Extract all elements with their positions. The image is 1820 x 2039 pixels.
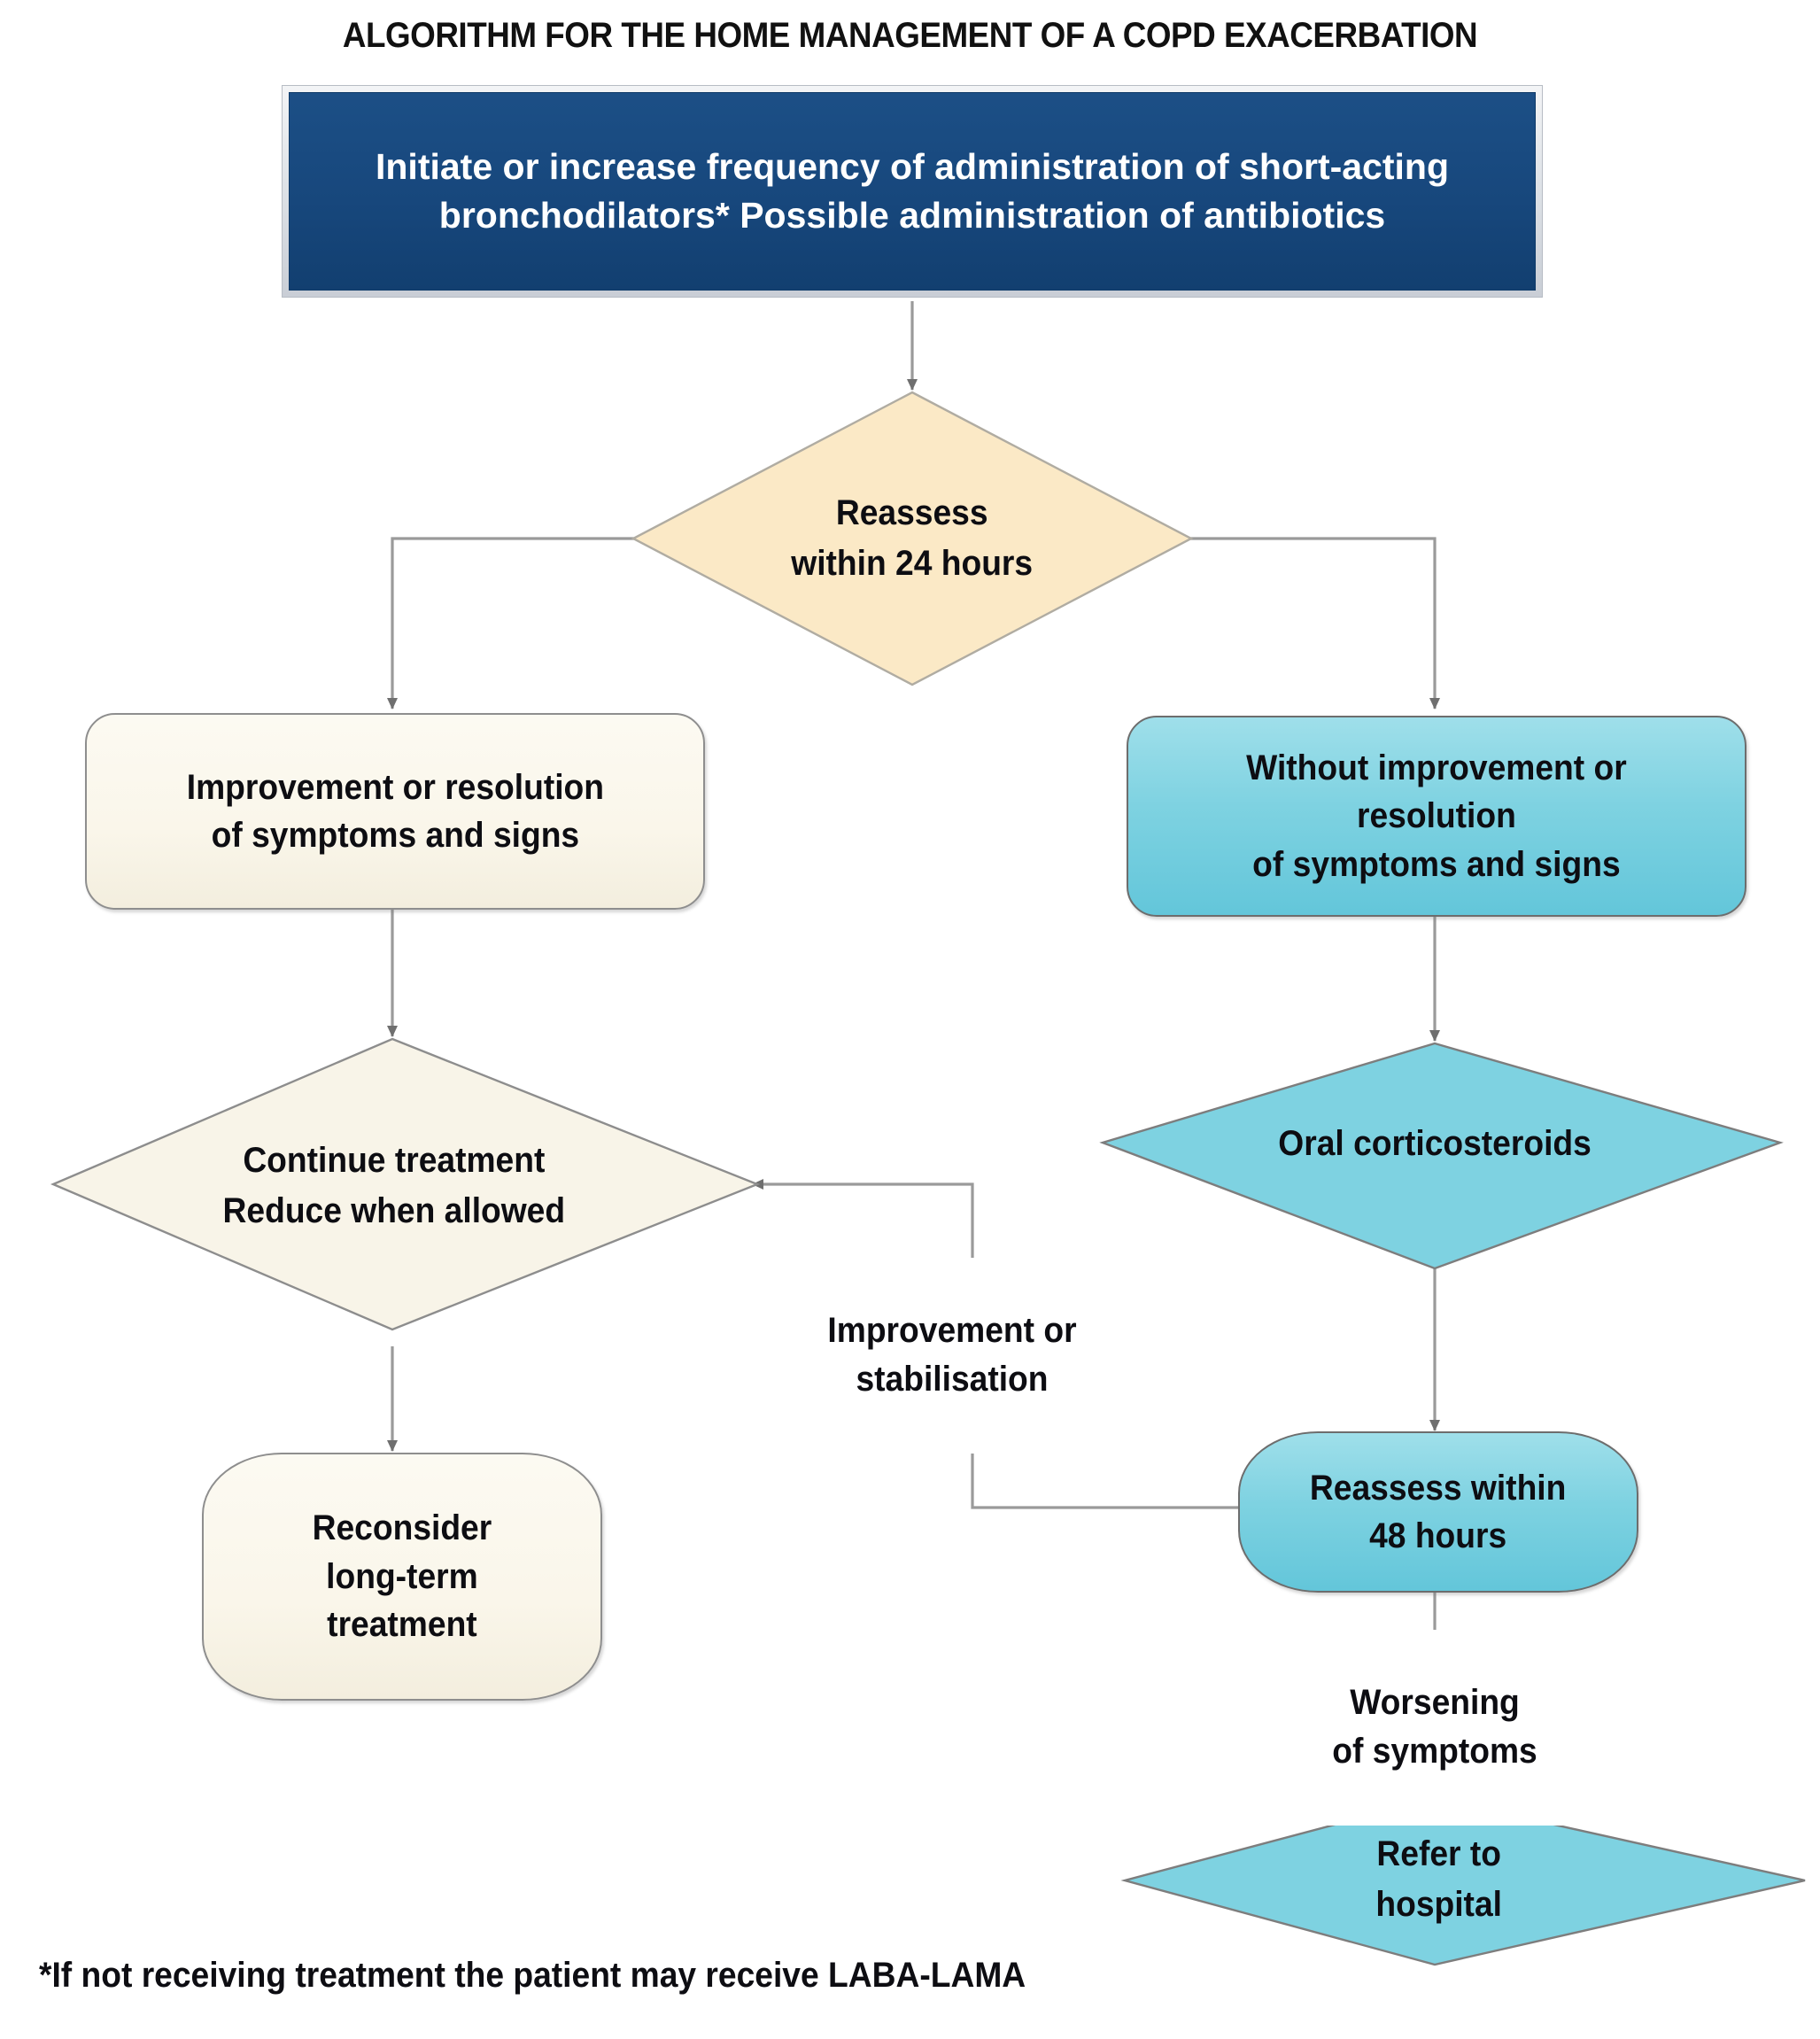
node-continue-treatment-label: Continue treatment Reduce when allowed [222,1140,566,1230]
edge-label-improvement-stabilisation-text: Improvement or stabilisation [827,1311,1077,1399]
node-improvement-resolution[interactable]: Improvement or resolution of symptoms an… [85,713,705,910]
node-refer-to-hospital-label: Refer to hospital [1375,1834,1503,1924]
diamond-reassess-24h [631,391,1194,686]
node-improvement-resolution-label: Improvement or resolution of symptoms an… [186,767,604,855]
node-without-improvement-label: Without improvement or resolution of sym… [1246,748,1627,884]
edge-reassess24-to-no-improvement [1187,537,1440,709]
edge-label-worsening-text: Worsening of symptoms [1332,1683,1537,1772]
edge-label-worsening: Worsening of symptoms [1284,1630,1585,1826]
node-refer-to-hospital[interactable]: Refer to hospital [1231,1809,1647,1950]
edge-label-improvement-stabilisation: Improvement or stabilisation [779,1258,1125,1454]
diamond-continue-treatment [50,1037,761,1331]
node-reassess-48h[interactable]: Reassess within 48 hours [1238,1431,1638,1593]
node-reassess-24h-label: Reassess within 24 hours [791,493,1034,583]
node-oral-corticosteroids[interactable]: Oral corticosteroids [1169,1105,1700,1182]
node-reconsider-long-term-treatment-label: Reconsider long-term treatment [312,1508,492,1645]
node-start-frame[interactable]: Initiate or increase frequency of admini… [282,85,1543,298]
node-oral-corticosteroids-label: Oral corticosteroids [1278,1123,1592,1163]
edge-reassess24-to-improvement [387,537,638,709]
node-start-label: Initiate or increase frequency of admini… [289,92,1536,291]
node-reassess-24h[interactable]: Reassess within 24 hours [660,468,1165,609]
node-reassess-48h-label: Reassess within 48 hours [1310,1468,1567,1555]
node-reconsider-long-term-treatment[interactable]: Reconsider long-term treatment [202,1453,602,1701]
page-title: ALGORITHM FOR THE HOME MANAGEMENT OF A C… [342,16,1478,55]
node-without-improvement[interactable]: Without improvement or resolution of sym… [1127,716,1746,917]
node-continue-treatment[interactable]: Continue treatment Reduce when allowed [106,1113,682,1259]
diamond-oral-corticosteroids [1099,1042,1784,1270]
footnote: *If not receiving treatment the patient … [39,1956,1026,1995]
